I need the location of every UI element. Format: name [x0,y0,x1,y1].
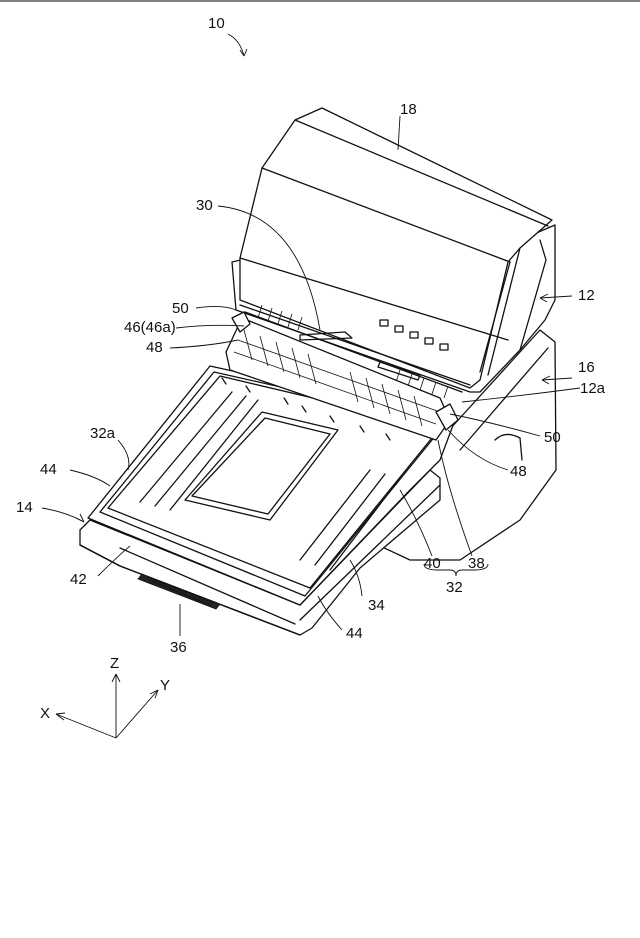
label-32: 32 [446,579,463,596]
label-34: 34 [368,597,385,614]
axis-y-label: Y [160,677,170,694]
label-46-46a: 46(46a) [124,319,176,336]
label-50-left: 50 [172,300,189,317]
label-12a: 12a [580,380,606,397]
axis-z-label: Z [110,655,119,672]
label-48-right: 48 [510,463,527,480]
label-44-right: 44 [346,625,363,642]
label-48-left: 48 [146,339,163,356]
label-42: 42 [70,571,87,588]
label-38: 38 [468,555,485,572]
label-18: 18 [400,101,417,118]
coordinate-axes: Z Y X [40,655,170,738]
label-44-left: 44 [40,461,57,478]
label-10: 10 [208,15,225,32]
label-36: 36 [170,639,187,656]
label-40: 40 [424,555,441,572]
axis-x-label: X [40,705,50,722]
label-12: 12 [578,287,595,304]
label-30: 30 [196,197,213,214]
label-32a: 32a [90,425,116,442]
label-16: 16 [578,359,595,376]
label-50-right: 50 [544,429,561,446]
label-14: 14 [16,499,33,516]
